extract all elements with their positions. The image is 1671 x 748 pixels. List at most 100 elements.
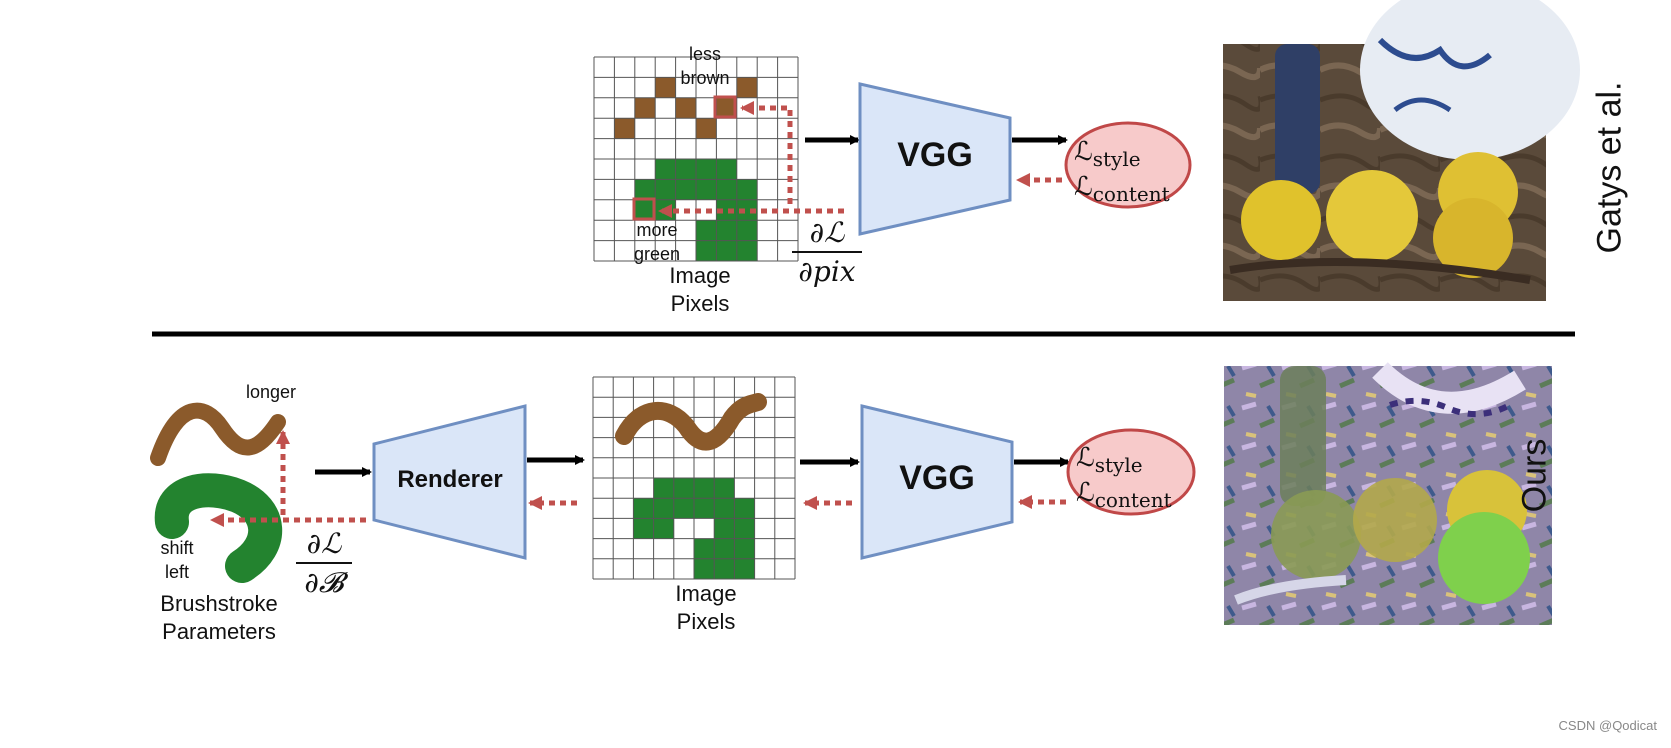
pixel-cell	[716, 159, 737, 180]
pixel-cell	[734, 498, 755, 519]
top-vgg-block	[858, 82, 1012, 236]
pixel-cell	[634, 97, 656, 119]
longer-annotation: longer	[245, 382, 297, 402]
top-result-painting	[1223, 0, 1580, 301]
bottom-grad-denominator: ∂𝓑	[304, 566, 344, 599]
pixel-cell	[714, 538, 735, 559]
pixel-cell	[655, 77, 676, 98]
pixel-cell	[694, 478, 715, 499]
pixel-cell	[694, 538, 715, 559]
params-line1: Brushstroke	[160, 591, 278, 616]
pixel-cell	[734, 538, 755, 559]
pixel-cell	[634, 179, 656, 200]
watermark: CSDN @Qodicat	[1558, 718, 1657, 733]
pixel-cell	[653, 518, 674, 539]
pixel-cell	[673, 498, 694, 519]
brown-brushstroke	[150, 402, 286, 466]
bottom-loss-content-sub: content	[1094, 488, 1172, 512]
top-loss-style: ℒstyle	[1074, 137, 1141, 171]
less-line: less	[688, 44, 721, 64]
pixel-cell	[736, 220, 758, 241]
bottom-result-painting	[1224, 362, 1552, 625]
pixel-cell	[633, 498, 654, 519]
shift-left-annotation: shift left	[150, 536, 204, 584]
pixel-cell	[694, 498, 715, 519]
top-pixel-grid	[593, 56, 799, 262]
pixel-cell	[696, 220, 717, 241]
grid-brown-stroke	[615, 393, 767, 451]
bottom-method-label: Ours	[1515, 438, 1554, 513]
pixel-cell	[714, 498, 735, 519]
top-method-label: Gatys et al.	[1590, 81, 1629, 254]
less-brown-cell	[713, 95, 737, 119]
top-loss-content: ℒcontent	[1074, 172, 1170, 206]
renderer-label: Renderer	[397, 466, 503, 493]
pixel-cell	[716, 220, 737, 241]
pixel-cell	[653, 478, 674, 499]
top-grid-caption: Image Pixels	[640, 262, 760, 318]
params-line2: Parameters	[162, 619, 276, 644]
pixel-cell	[675, 159, 696, 180]
pixel-cell	[716, 240, 737, 261]
pixel-cell	[633, 518, 654, 539]
less-brown-annotation: less brown	[668, 42, 742, 90]
pixel-cell	[736, 179, 758, 200]
pixel-cell	[655, 179, 676, 200]
bottom-loss-ellipse	[1066, 428, 1196, 516]
bottom-grad-numerator: ∂ℒ	[296, 527, 352, 564]
bottom-loss-style: ℒstyle	[1076, 443, 1143, 477]
top-loss-style-sub: style	[1092, 147, 1141, 171]
pixel-cell	[694, 558, 715, 579]
top-gradient-fraction: ∂ℒ ∂pix	[792, 216, 862, 288]
top-grad-denominator: ∂pix	[798, 255, 856, 288]
pixel-cell	[696, 159, 717, 180]
pixel-cell	[714, 478, 735, 499]
top-loss-ellipse	[1064, 121, 1192, 209]
pixel-cell	[716, 97, 737, 119]
pixel-cell	[716, 199, 737, 221]
pixel-cell	[734, 558, 755, 579]
top-loss-terms: ℒstyle ℒcontent	[1074, 138, 1170, 208]
top-grad-numerator: ∂ℒ	[792, 216, 862, 253]
pixel-cell	[655, 159, 676, 180]
pixel-cell	[714, 518, 735, 539]
pixel-cell	[675, 179, 696, 200]
top-caption-line2: Pixels	[670, 291, 730, 316]
bottom-pixel-grid	[592, 376, 796, 580]
pixel-cell	[696, 118, 717, 139]
pixel-cell	[653, 498, 674, 519]
pixel-cell	[675, 97, 696, 119]
green-brushstroke	[154, 473, 283, 583]
shift-line: shift	[160, 538, 194, 558]
left-line: left	[164, 562, 189, 582]
pixel-cell	[736, 240, 758, 261]
pixel-cell	[634, 199, 656, 221]
top-caption-line1: Image	[669, 263, 731, 288]
bottom-loss-content: ℒcontent	[1076, 478, 1172, 512]
more-line: more	[636, 220, 678, 240]
renderer-block	[372, 404, 527, 560]
pixel-cell	[714, 558, 735, 579]
top-loss-content-sub: content	[1092, 182, 1170, 206]
bottom-loss-style-sub: style	[1094, 453, 1143, 477]
pixel-cell	[736, 199, 758, 221]
bottom-gradient-fraction: ∂ℒ ∂𝓑	[296, 527, 352, 600]
pixel-cell	[673, 478, 694, 499]
bottom-caption-line2: Pixels	[676, 609, 736, 634]
pixel-cell	[614, 118, 635, 139]
pixel-cell	[736, 77, 758, 98]
bottom-grid-caption: Image Pixels	[646, 580, 766, 636]
pixel-cell	[696, 179, 717, 200]
more-green-cell	[632, 197, 656, 221]
pixel-cell	[734, 518, 755, 539]
bottom-caption-line1: Image	[675, 581, 737, 606]
green-line: green	[633, 244, 681, 264]
bottom-vgg-label: VGG	[899, 459, 975, 497]
brushstroke-params-caption: Brushstroke Parameters	[144, 590, 294, 646]
pixel-cell	[696, 240, 717, 261]
bottom-vgg-block	[860, 404, 1014, 560]
top-vgg-label: VGG	[897, 136, 973, 174]
brown-line: brown	[680, 68, 730, 88]
